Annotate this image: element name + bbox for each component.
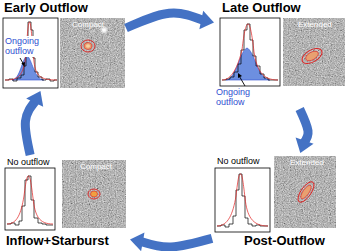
stage-title: Post-Outflow bbox=[244, 234, 325, 249]
image-panel bbox=[62, 160, 126, 228]
arrow-shaft bbox=[25, 101, 35, 155]
contour bbox=[299, 45, 324, 66]
morphology-tag: Compact bbox=[80, 162, 112, 171]
stage-group: Late OutflowOngoing outflow Extended bbox=[214, 1, 350, 109]
outflow-note: No outflow bbox=[6, 157, 51, 167]
arrow-head bbox=[296, 138, 314, 153]
outflow-note: Ongoing outflow bbox=[215, 87, 257, 108]
contour bbox=[84, 43, 92, 50]
outflow-component bbox=[12, 56, 44, 80]
spectrum-panel bbox=[215, 168, 270, 232]
outflow-note: No outflow bbox=[216, 156, 261, 166]
arrow-head bbox=[199, 11, 214, 30]
fit-line bbox=[222, 24, 278, 80]
fit-line bbox=[7, 176, 53, 224]
stage-group: Inflow+Starburst No outflowCompact bbox=[2, 155, 130, 250]
cycle-arrow bbox=[130, 233, 212, 251]
outflow-note: Ongoing outflow bbox=[4, 36, 42, 57]
morphology-tag: Compact bbox=[72, 20, 104, 29]
pointer-head bbox=[238, 73, 242, 78]
image-panel bbox=[283, 18, 345, 86]
spectrum-panel bbox=[220, 18, 280, 86]
stage-group: Post-Outflow No outflow Extended bbox=[212, 153, 340, 250]
arrow-shaft bbox=[300, 109, 308, 143]
contour bbox=[86, 44, 90, 48]
contour bbox=[88, 189, 100, 199]
arrow-head bbox=[26, 91, 43, 107]
morphology-tag: Extended bbox=[298, 20, 332, 29]
contour bbox=[295, 179, 317, 204]
contour bbox=[91, 191, 98, 197]
pointer-head bbox=[21, 62, 25, 67]
spectrum-panel bbox=[3, 18, 58, 88]
spectrum-line bbox=[5, 22, 57, 81]
spectrum-line bbox=[222, 24, 278, 80]
arrow-shaft bbox=[126, 13, 203, 28]
spectrum-line bbox=[217, 174, 268, 227]
spectrum-line bbox=[7, 176, 53, 225]
stage-title: Early Outflow bbox=[4, 1, 88, 16]
morphology-tag: Extended bbox=[290, 158, 324, 167]
cycle-arrow bbox=[25, 91, 43, 155]
fit-line bbox=[5, 22, 57, 80]
arrow-shaft bbox=[141, 238, 212, 247]
arrow-head bbox=[130, 233, 144, 251]
contour bbox=[81, 40, 95, 52]
stage-title: Inflow+Starburst bbox=[6, 234, 109, 249]
spectrum-panel bbox=[5, 168, 55, 230]
pointer-line bbox=[240, 77, 246, 87]
cycle-arrow bbox=[296, 109, 314, 153]
cycle-arrow bbox=[126, 11, 214, 30]
stage-title: Late Outflow bbox=[222, 1, 301, 16]
stage-group: Early OutflowOngoing outflow Compact bbox=[2, 1, 126, 91]
pointer-line bbox=[20, 58, 23, 64]
fit-line bbox=[217, 174, 268, 226]
contour bbox=[304, 49, 320, 63]
image-panel bbox=[274, 156, 336, 228]
contour bbox=[299, 184, 313, 201]
image-panel bbox=[60, 18, 125, 88]
